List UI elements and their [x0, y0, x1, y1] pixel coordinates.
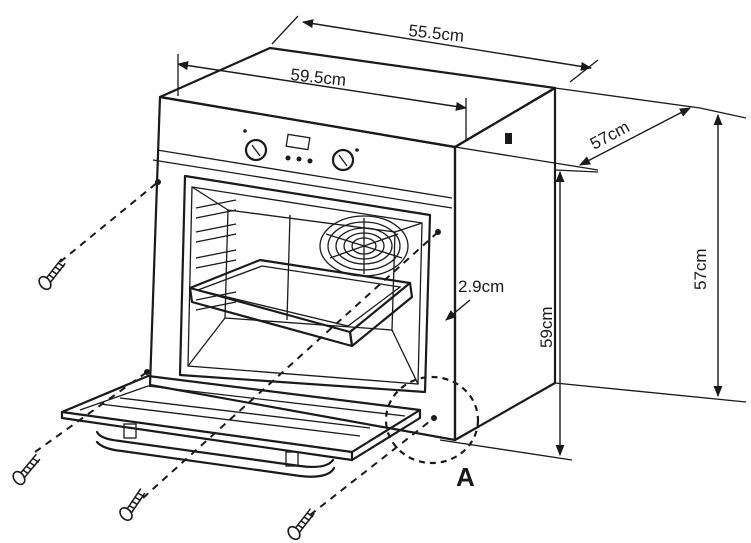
label-top-width: 59.5cm — [290, 65, 347, 90]
screw-icon — [34, 257, 73, 293]
left-knob-icon — [244, 138, 268, 162]
right-knob-icon — [331, 148, 355, 172]
label-top-depth: 55.5cm — [408, 21, 465, 46]
control-panel — [243, 129, 359, 172]
label-door-gap: 2.9cm — [458, 277, 504, 296]
door-handle — [95, 423, 336, 478]
oven-door — [60, 374, 422, 478]
screw-guides — [34, 181, 439, 516]
dim-door-gap: 2.9cm — [445, 277, 504, 321]
label-right-height: 57cm — [691, 248, 710, 290]
dim-overall-height: 59cm — [439, 169, 599, 461]
screw-icon — [115, 487, 153, 524]
oven-front-frame — [144, 95, 457, 442]
vent-slot — [505, 133, 512, 144]
baking-tray — [188, 258, 414, 348]
fan-icon — [319, 215, 409, 277]
dim-side-depth: 57cm — [454, 87, 701, 171]
detail-circle-a — [384, 375, 480, 465]
screw-icon — [8, 453, 47, 488]
dim-top-width: 59.5cm — [176, 54, 468, 140]
fixing-hole — [155, 179, 161, 185]
display-icon — [285, 133, 311, 151]
label-overall-height: 59cm — [537, 306, 556, 348]
dim-right-height: 57cm — [554, 107, 747, 403]
oven-cavity — [178, 174, 432, 394]
screw-icon — [283, 507, 322, 543]
detail-label-a: A — [456, 462, 475, 492]
label-side-depth: 57cm — [587, 117, 633, 153]
